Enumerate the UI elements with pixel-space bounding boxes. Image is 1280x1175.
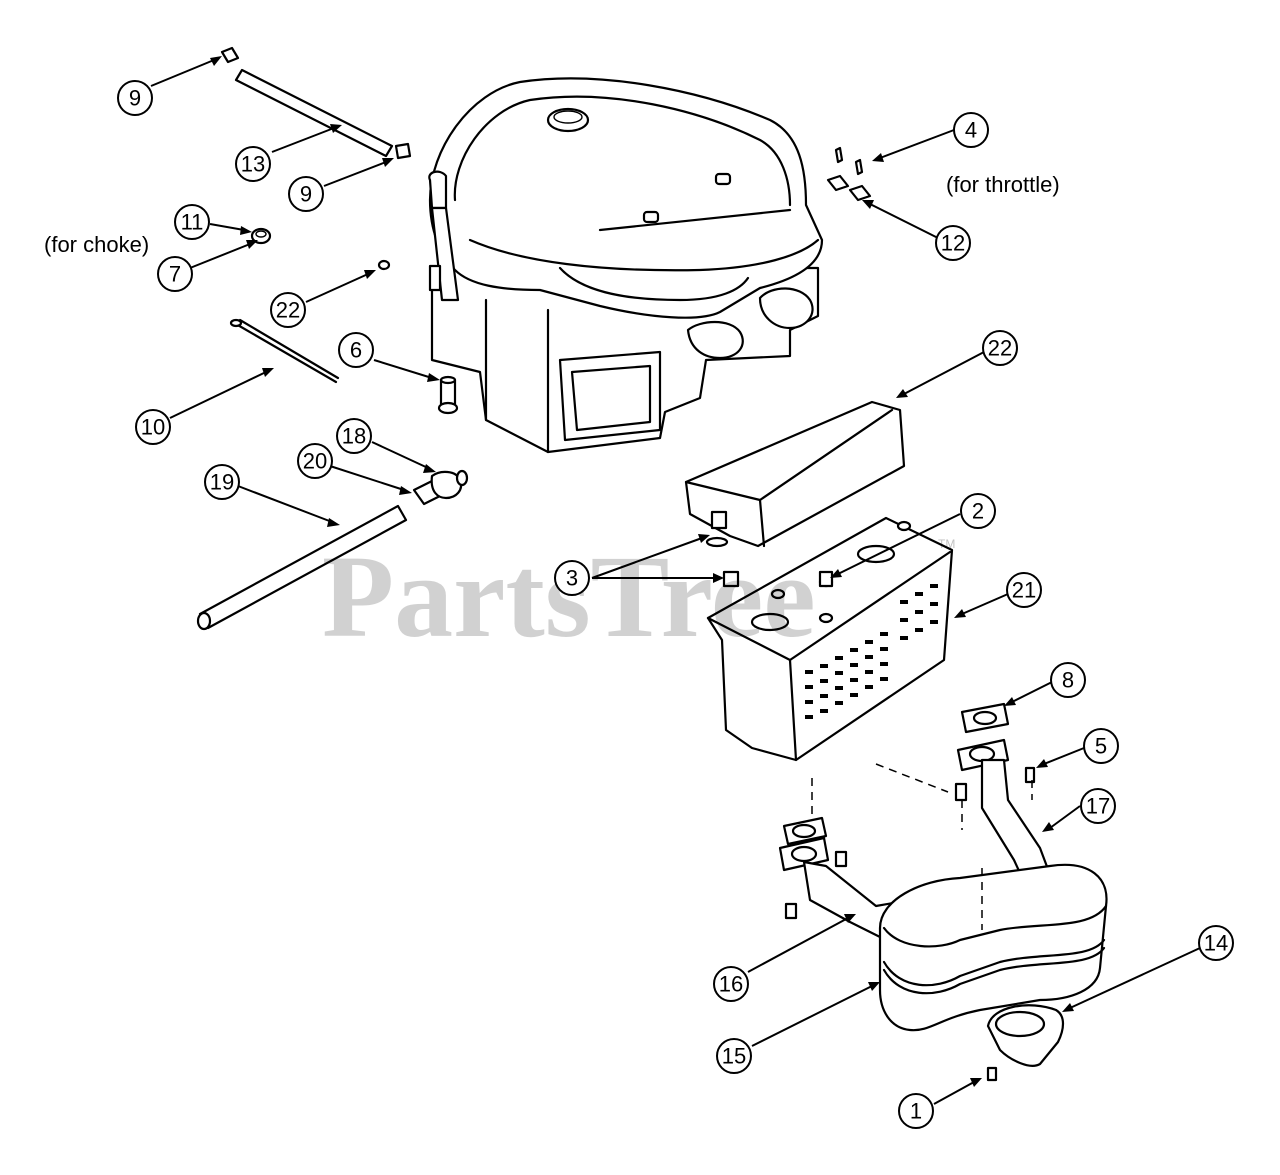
engine-assembly <box>428 77 824 454</box>
callout-13: 13 <box>235 146 271 182</box>
throttle-bracket-parts <box>826 146 872 202</box>
leader-lines <box>150 56 1201 1105</box>
callout-label: 19 <box>210 470 234 495</box>
callout-label: 2 <box>972 499 984 524</box>
callout-label: 11 <box>181 210 204 235</box>
callout-22-right: 22 <box>982 330 1018 366</box>
callout-label: 7 <box>169 262 181 287</box>
callout-15: 15 <box>716 1038 752 1074</box>
exhaust-pipes <box>778 702 1054 944</box>
callout-11: 11 <box>174 204 210 240</box>
callout-7: 7 <box>157 256 193 292</box>
throttle-note: (for throttle) <box>946 172 1060 197</box>
vent-slots <box>805 584 938 719</box>
muffler <box>878 863 1108 1082</box>
callout-2: 2 <box>960 493 996 529</box>
callout-4: 4 <box>953 112 989 148</box>
callout-label: 5 <box>1095 734 1107 759</box>
callout-9-top: 9 <box>117 80 153 116</box>
callout-label: 22 <box>276 298 300 323</box>
callout-12: 12 <box>935 225 971 261</box>
callout-9-bottom: 9 <box>288 176 324 212</box>
callout-6: 6 <box>338 332 374 368</box>
muffler-guard <box>706 516 954 762</box>
callout-label: 21 <box>1012 578 1036 603</box>
callout-label: 3 <box>566 566 578 591</box>
callout-22-left: 22 <box>270 292 306 328</box>
watermark-text: PartsTree <box>322 531 816 662</box>
callout-10: 10 <box>135 409 171 445</box>
callout-label: 8 <box>1062 668 1074 693</box>
choke-note: (for choke) <box>44 232 149 257</box>
callout-label: 14 <box>1204 931 1228 956</box>
callout-16: 16 <box>713 966 749 1002</box>
callout-label: 9 <box>129 86 141 111</box>
callout-19: 19 <box>204 464 240 500</box>
callout-label: 13 <box>241 152 265 177</box>
callout-label: 12 <box>941 231 965 256</box>
callout-5: 5 <box>1083 728 1119 764</box>
watermark-trademark: TM <box>938 537 955 551</box>
callout-label: 1 <box>910 1099 922 1124</box>
callout-label: 20 <box>303 449 327 474</box>
callout-1: 1 <box>898 1093 934 1129</box>
callout-label: 9 <box>300 182 312 207</box>
callout-17: 17 <box>1080 788 1116 824</box>
callout-8: 8 <box>1050 662 1086 698</box>
callout-label: 18 <box>342 424 366 449</box>
assembly-lines <box>811 763 1033 930</box>
callout-18: 18 <box>336 418 372 454</box>
watermark: PartsTree TM <box>322 531 955 662</box>
callout-14: 14 <box>1198 925 1234 961</box>
callout-label: 15 <box>722 1044 746 1069</box>
callout-label: 4 <box>965 118 977 143</box>
callout-20: 20 <box>297 443 333 479</box>
heat-shield <box>684 400 906 548</box>
callout-label: 17 <box>1086 794 1110 819</box>
callout-label: 22 <box>988 336 1012 361</box>
callout-21: 21 <box>1006 572 1042 608</box>
fuel-line-parts <box>196 46 469 631</box>
callout-3: 3 <box>554 560 590 596</box>
callout-label: 6 <box>350 338 362 363</box>
callout-label: 10 <box>141 415 165 440</box>
callout-label: 16 <box>719 972 743 997</box>
